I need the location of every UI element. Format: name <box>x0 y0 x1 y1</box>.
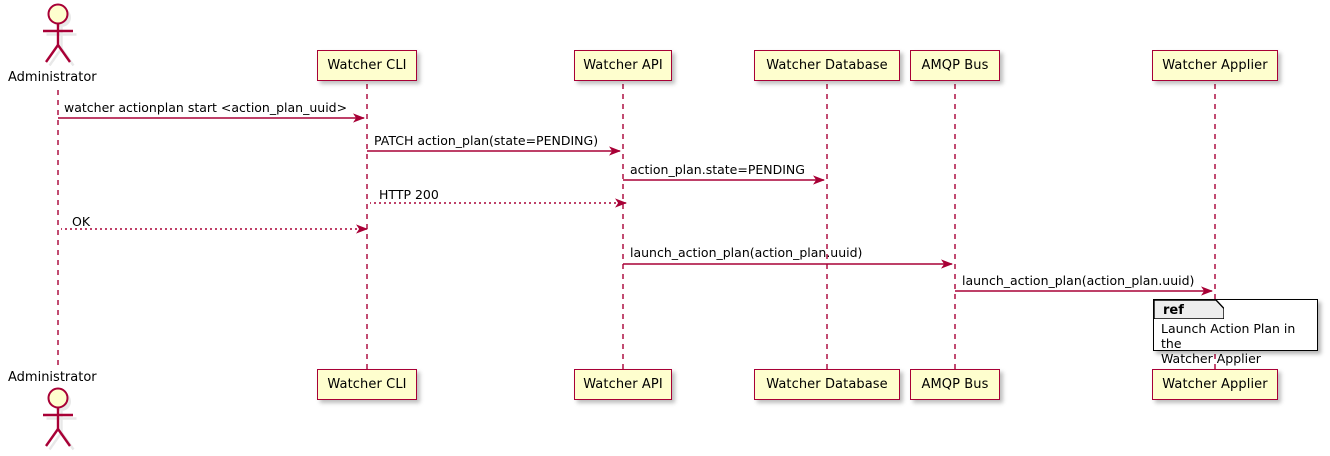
message-arrows <box>58 113 1213 296</box>
participant-box-top-amqp-bus[interactable]: AMQP Bus <box>910 50 1000 81</box>
ref-keyword-label: ref <box>1163 303 1184 318</box>
message-label-4-http-200: HTTP 200 <box>379 187 439 202</box>
participant-box-bottom-amqp-bus[interactable]: AMQP Bus <box>910 369 1000 400</box>
message-label-3-action-plan-state-pending: action_plan.state=PENDING <box>630 162 805 177</box>
actor-administrator-bottom <box>43 387 77 451</box>
lifelines <box>57 84 1216 370</box>
message-label-6-launch-action-plan: launch_action_plan(action_plan.uuid) <box>630 245 863 260</box>
participant-box-bottom-watcher-database[interactable]: Watcher Database <box>754 369 900 400</box>
participant-box-top-watcher-applier[interactable]: Watcher Applier <box>1152 50 1278 81</box>
message-label-2-patch-action-plan: PATCH action_plan(state=PENDING) <box>374 133 599 148</box>
participant-box-bottom-watcher-api[interactable]: Watcher API <box>574 369 672 400</box>
participant-box-bottom-watcher-cli[interactable]: Watcher CLI <box>317 369 417 400</box>
actor-label-administrator-top: Administrator <box>8 70 97 85</box>
message-label-1-watcher-actionplan-start: watcher actionplan start <action_plan_uu… <box>64 100 348 115</box>
participant-box-bottom-watcher-applier[interactable]: Watcher Applier <box>1152 369 1278 400</box>
participant-box-top-watcher-database[interactable]: Watcher Database <box>754 50 900 81</box>
participant-box-top-watcher-cli[interactable]: Watcher CLI <box>317 50 417 81</box>
message-label-5-ok: OK <box>72 214 91 229</box>
message-label-7-launch-action-plan: launch_action_plan(action_plan.uuid) <box>962 273 1195 288</box>
ref-fragment-launch-action-plan[interactable]: ref Launch Action Plan in the Watcher Ap… <box>1153 299 1318 366</box>
participant-box-top-watcher-api[interactable]: Watcher API <box>574 50 672 81</box>
actor-label-administrator-bottom: Administrator <box>8 370 97 385</box>
ref-tab-shape <box>1154 300 1224 319</box>
ref-body-text: Launch Action Plan in the Watcher Applie… <box>1161 321 1296 366</box>
actor-administrator-top <box>43 3 77 67</box>
